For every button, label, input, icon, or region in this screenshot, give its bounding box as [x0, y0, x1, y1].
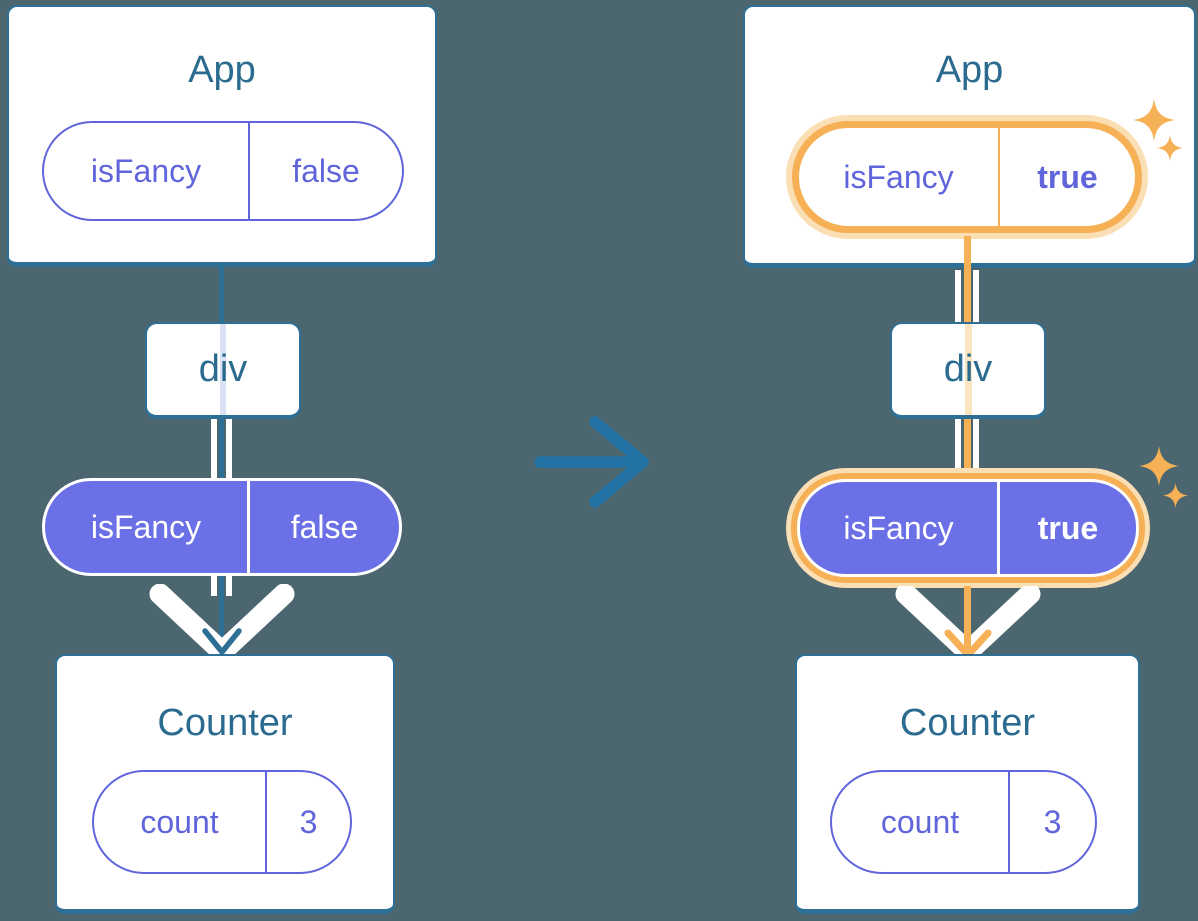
passed-prop-name: isFancy — [90, 508, 202, 545]
pipe-core-line-orange — [964, 270, 971, 322]
pipe-core-line — [219, 574, 224, 652]
app-card: App isFancy true — [743, 5, 1196, 268]
state-name: count — [880, 803, 960, 840]
sparkle-icon — [1157, 135, 1183, 161]
transition-arrow-icon — [534, 416, 649, 508]
div-box: div — [145, 322, 301, 419]
state-pill: count 3 — [92, 770, 352, 874]
passed-prop-highlight-ring: isFancy true — [786, 468, 1150, 588]
app-card-title: App — [188, 49, 256, 91]
state-value: 3 — [1043, 803, 1062, 840]
passed-prop-pill: isFancy false — [42, 478, 402, 576]
passed-prop-value: false — [290, 508, 359, 545]
render-trace-line — [964, 324, 972, 415]
prop-pill: isFancy false — [42, 121, 404, 221]
app-card-title: App — [935, 49, 1004, 91]
prop-pill-highlight-ring: isFancy true — [786, 115, 1148, 239]
app-card: App isFancy false — [7, 5, 437, 267]
pipe-white-line — [226, 417, 232, 479]
prop-value: true — [1037, 158, 1098, 195]
pipe-core-line — [219, 417, 224, 479]
sparkle-icon — [1163, 483, 1188, 508]
sparkle-icon — [1133, 99, 1175, 141]
passed-prop-value: true — [1037, 509, 1099, 546]
div-box: div — [890, 322, 1046, 419]
counter-card: Counter count 3 — [795, 654, 1140, 914]
prop-value: false — [292, 152, 360, 189]
pipe-white-line — [973, 270, 979, 322]
pipe-white-line — [211, 574, 217, 596]
counter-card: Counter count 3 — [55, 654, 395, 914]
counter-card-title: Counter — [899, 702, 1036, 744]
prop-name: isFancy — [843, 158, 954, 195]
div-box-label: div — [198, 348, 248, 390]
edge-app-to-div — [219, 266, 224, 324]
prop-name: isFancy — [90, 152, 202, 189]
pipe-core-line-orange — [964, 586, 971, 654]
pipe-core-line-orange — [964, 417, 971, 479]
pipe-white-line — [955, 270, 961, 322]
edge-app-to-div-orange — [964, 236, 971, 272]
passed-prop-orange-ring: isFancy true — [791, 473, 1145, 583]
state-name: count — [140, 803, 219, 840]
flow-arrowhead-icon — [202, 628, 242, 655]
passed-prop-pill: isFancy true — [800, 482, 1136, 574]
div-box-label: div — [943, 348, 993, 390]
pipe-white-line — [211, 417, 217, 479]
passed-prop-name: isFancy — [843, 509, 954, 546]
pipe-white-line — [955, 417, 961, 479]
pipe-white-line — [226, 574, 232, 596]
sparkle-icon — [1139, 446, 1179, 486]
render-trace-line — [220, 324, 226, 415]
counter-card-title: Counter — [157, 702, 293, 744]
state-value: 3 — [299, 803, 318, 840]
state-pill: count 3 — [830, 770, 1097, 874]
pipe-white-line — [973, 417, 979, 479]
prop-pill: isFancy true — [792, 121, 1142, 233]
